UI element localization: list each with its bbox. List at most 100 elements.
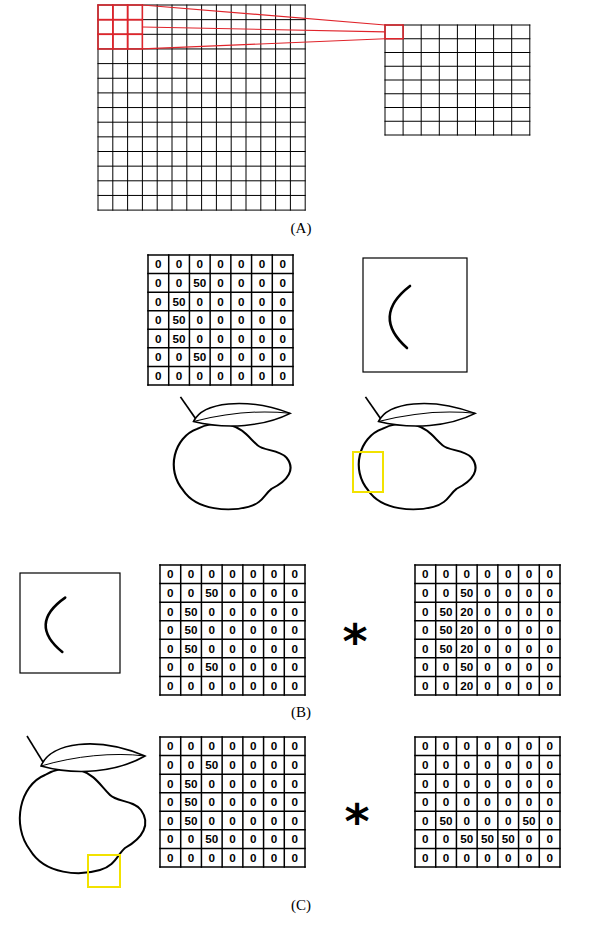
panel-label: (C): [291, 898, 311, 913]
matrix-value: 0: [160, 584, 181, 603]
grid-line: [180, 737, 182, 867]
grid-line: [148, 254, 293, 256]
matrix-value: 0: [222, 774, 243, 793]
grid-line: [263, 737, 265, 867]
grid-line: [160, 639, 305, 641]
matrix-value: 0: [252, 311, 273, 330]
matrix-value: 50: [519, 811, 540, 830]
grid-line: [304, 565, 306, 695]
grid-line: [159, 737, 161, 867]
matrix-value: 20: [456, 639, 477, 658]
matrix-value: 0: [252, 348, 273, 367]
matrix-value: 0: [243, 565, 264, 584]
matrix-value: 0: [519, 774, 540, 793]
matrix-value: 0: [148, 255, 169, 274]
matrix-value: 0: [231, 329, 252, 348]
grid-line: [456, 565, 458, 695]
matrix-value: 0: [436, 658, 457, 677]
matrix-value: 50: [456, 658, 477, 677]
matrix-value: 0: [210, 311, 231, 330]
matrix-value: 0: [498, 811, 519, 830]
matrix-value: 0: [231, 274, 252, 293]
grid-line: [415, 848, 560, 850]
matrix-value: 0: [264, 639, 285, 658]
grid-line: [385, 38, 530, 39]
grid-line: [559, 565, 561, 695]
receptive-field-cell: [98, 20, 113, 35]
matrix-value: 50: [181, 793, 202, 812]
matrix-value: 0: [284, 602, 305, 621]
grid-line: [189, 255, 191, 385]
matrix-value: 0: [477, 639, 498, 658]
matrix-value: 0: [160, 848, 181, 867]
grid-line: [148, 329, 293, 331]
matrix-grid: [415, 737, 560, 867]
grid-line: [385, 107, 530, 108]
matrix-value: 0: [201, 793, 222, 812]
receptive-field-cell: [128, 20, 143, 35]
grid-line: [385, 80, 530, 81]
matrix-value: 50: [181, 621, 202, 640]
curve-stroke: [390, 286, 410, 348]
matrix-value: 0: [519, 756, 540, 775]
matrix-value: 0: [284, 737, 305, 756]
grid-line: [147, 255, 149, 385]
matrix-value: 0: [181, 830, 202, 849]
matrix-value: 0: [477, 848, 498, 867]
receptive-field-cell: [98, 34, 113, 49]
filter-frame: [363, 258, 467, 372]
matrix-value: 0: [243, 793, 264, 812]
matrix-value: 0: [539, 811, 560, 830]
matrix-value: 0: [477, 811, 498, 830]
grid-line: [160, 773, 305, 775]
matrix-value: 0: [477, 793, 498, 812]
matrix-value: 50: [181, 774, 202, 793]
mango-drawing: [20, 736, 146, 873]
grid-line: [415, 736, 560, 738]
matrix-value: 0: [415, 584, 436, 603]
matrix-value: 0: [284, 565, 305, 584]
grid-line: [160, 811, 305, 813]
grid-line: [385, 25, 530, 26]
grid-line: [415, 676, 560, 678]
matrix-value: 0: [415, 737, 436, 756]
matrix-value: 0: [498, 737, 519, 756]
matrix-value: 0: [519, 621, 540, 640]
highlight-square: [353, 452, 383, 492]
matrix-value: 0: [148, 292, 169, 311]
matrix-value: 0: [160, 737, 181, 756]
matrix-value: 0: [252, 255, 273, 274]
matrix-value: 0: [201, 602, 222, 621]
mango-stem: [365, 397, 380, 418]
convolution-operator: *: [344, 797, 369, 845]
matrix-value: 0: [272, 348, 293, 367]
matrix-value: 0: [252, 274, 273, 293]
matrix-value: 0: [264, 848, 285, 867]
matrix-value: 0: [477, 756, 498, 775]
matrix-value: 0: [189, 292, 210, 311]
matrix-value: 0: [148, 329, 169, 348]
grid-line: [201, 737, 203, 867]
grid-line: [435, 565, 437, 695]
grid-line: [180, 565, 182, 695]
matrix-value: 0: [498, 848, 519, 867]
leaf-vein: [378, 412, 475, 421]
matrix-value: 0: [264, 676, 285, 695]
matrix-value: 0: [519, 602, 540, 621]
matrix-value: 0: [415, 658, 436, 677]
grid-line: [201, 565, 203, 695]
matrix-value: 0: [160, 830, 181, 849]
matrix-value: 0: [415, 830, 436, 849]
grid-line: [98, 136, 305, 137]
grid-line: [148, 273, 293, 275]
matrix-value: 0: [477, 658, 498, 677]
matrix-value: 0: [415, 848, 436, 867]
matrix-value: 0: [181, 584, 202, 603]
grid-line: [160, 657, 305, 659]
matrix-value: 0: [231, 366, 252, 385]
grid-line: [221, 737, 223, 867]
matrix-value: 0: [264, 658, 285, 677]
